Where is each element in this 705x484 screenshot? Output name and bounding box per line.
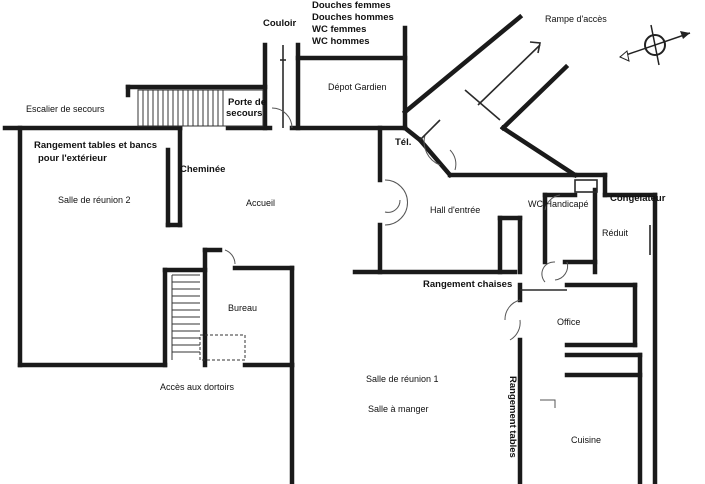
label-bureau: Bureau bbox=[228, 303, 258, 313]
label-hall-entree: Hall d'entrée bbox=[430, 205, 481, 215]
label-wc-hommes: WC hommes bbox=[312, 36, 370, 47]
label-couloir: Couloir bbox=[263, 18, 297, 29]
label-cheminee: Cheminée bbox=[180, 164, 226, 175]
label-wc-handicape: WC Handicapé bbox=[528, 199, 589, 209]
label-douches-hommes: Douches hommes bbox=[312, 12, 394, 23]
label-rangement-tables-bancs-1: Rangement tables et bancs bbox=[34, 140, 158, 151]
label-porte-secours-1: Porte de bbox=[228, 97, 267, 108]
label-escalier-secours: Escalier de secours bbox=[26, 104, 105, 114]
label-acces-dortoirs: Accès aux dortoirs bbox=[160, 382, 235, 392]
label-salle-manger: Salle à manger bbox=[368, 404, 429, 414]
label-rangement-chaises: Rangement chaises bbox=[423, 279, 513, 290]
compass-icon bbox=[619, 24, 691, 66]
label-salle-reunion-1: Salle de réunion 1 bbox=[366, 374, 439, 384]
label-rampe: Rampe d'accès bbox=[545, 14, 607, 24]
label-accueil: Accueil bbox=[246, 198, 276, 208]
label-rangement-tables-bancs-2: pour l'extérieur bbox=[38, 153, 107, 164]
interior-details bbox=[224, 41, 651, 408]
exterior-walls bbox=[2, 13, 658, 484]
escalier-stairs bbox=[137, 89, 264, 127]
dortoirs-stairs bbox=[171, 274, 246, 361]
label-rangement-tables: Rangement tables bbox=[507, 376, 518, 458]
label-porte-secours-2: secours bbox=[226, 108, 263, 119]
label-congelateur: Congelateur bbox=[610, 193, 666, 204]
label-douches-femmes: Douches femmes bbox=[312, 0, 391, 11]
label-wc-femmes: WC femmes bbox=[312, 24, 367, 35]
label-reduit: Réduit bbox=[602, 228, 629, 238]
label-cuisine: Cuisine bbox=[571, 435, 602, 445]
label-depot-gardien: Dépot Gardien bbox=[328, 82, 387, 92]
label-salle-reunion-2: Salle de réunion 2 bbox=[58, 195, 131, 205]
label-office: Office bbox=[557, 317, 581, 327]
label-tel: Tél. bbox=[395, 137, 412, 148]
